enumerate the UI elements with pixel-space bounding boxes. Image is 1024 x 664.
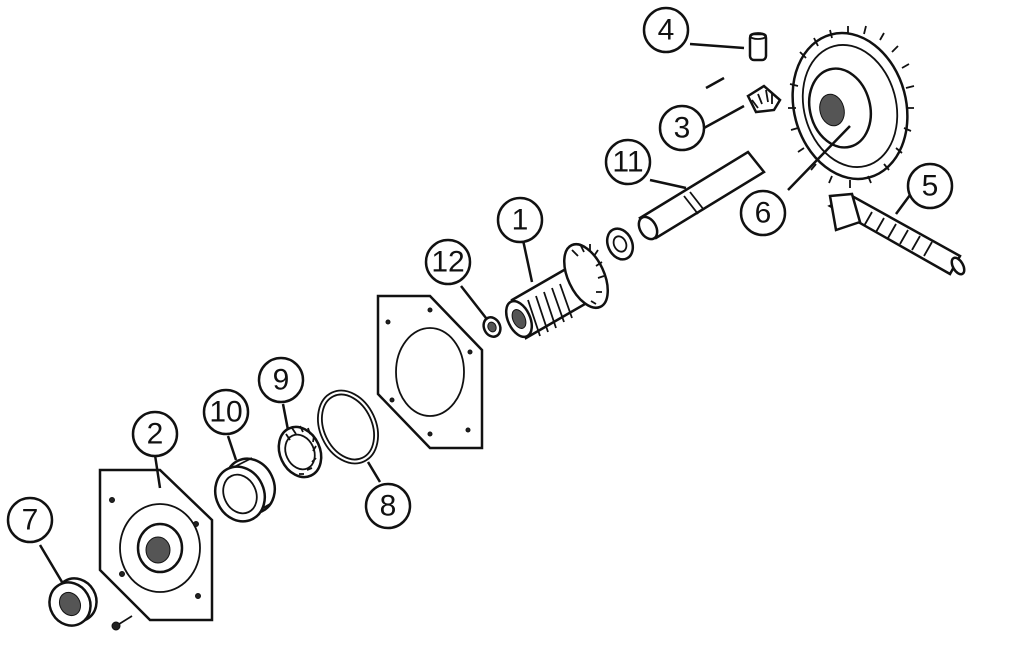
callout-11: 11 (604, 138, 652, 186)
callout-1: 1 (496, 196, 544, 244)
splined-gear-part (504, 243, 609, 340)
leader-12 (460, 285, 487, 319)
gasket-part (376, 294, 484, 450)
callout-label: 1 (512, 204, 529, 237)
thrust-washer-part (605, 227, 635, 261)
leader-lines (38, 42, 912, 583)
callout-label: 8 (380, 490, 397, 523)
callout-4: 4 (642, 6, 690, 54)
bolt-part (111, 615, 133, 631)
ring-gear-part (788, 25, 915, 188)
leader-1 (521, 239, 534, 283)
o-ring-part (317, 389, 379, 465)
pin-part (748, 32, 768, 62)
cross-shaft-part (637, 150, 766, 241)
leader-7 (38, 544, 64, 583)
callout-label: 6 (755, 197, 772, 230)
callout-2: 2 (131, 410, 179, 458)
callout-3: 3 (658, 104, 706, 152)
callout-8: 8 (364, 482, 412, 530)
callout-label: 12 (431, 246, 464, 279)
bearing-cup-part (213, 457, 277, 523)
leader-6 (787, 125, 851, 191)
leader-2 (153, 454, 162, 489)
leader-10 (226, 435, 238, 461)
roller-bearing-part (277, 425, 323, 479)
oil-seal-part (48, 577, 98, 627)
callout-label: 10 (209, 396, 242, 429)
callout-label: 2 (147, 418, 164, 451)
leader-9 (281, 403, 290, 431)
drive-pinion-part (827, 192, 966, 276)
callout-7: 7 (6, 496, 54, 544)
callout-9: 9 (257, 356, 305, 404)
leader-4 (689, 42, 745, 50)
housing-plate-part (98, 468, 214, 622)
leader-8 (366, 461, 382, 483)
callout-label: 7 (22, 504, 39, 537)
pinion-gear-part (705, 76, 782, 114)
callout-12: 12 (424, 238, 472, 286)
callout-6: 6 (739, 189, 787, 237)
callout-5: 5 (906, 162, 954, 210)
callout-10: 10 (202, 388, 250, 436)
callout-label: 3 (674, 112, 691, 145)
leader-5 (894, 194, 912, 215)
callout-label: 9 (273, 364, 290, 397)
callout-label: 11 (612, 146, 643, 179)
callout-label: 5 (922, 170, 939, 203)
snap-ring-part (482, 316, 502, 338)
leader-3 (703, 104, 745, 130)
callout-label: 4 (658, 14, 675, 47)
leader-11 (649, 178, 687, 190)
